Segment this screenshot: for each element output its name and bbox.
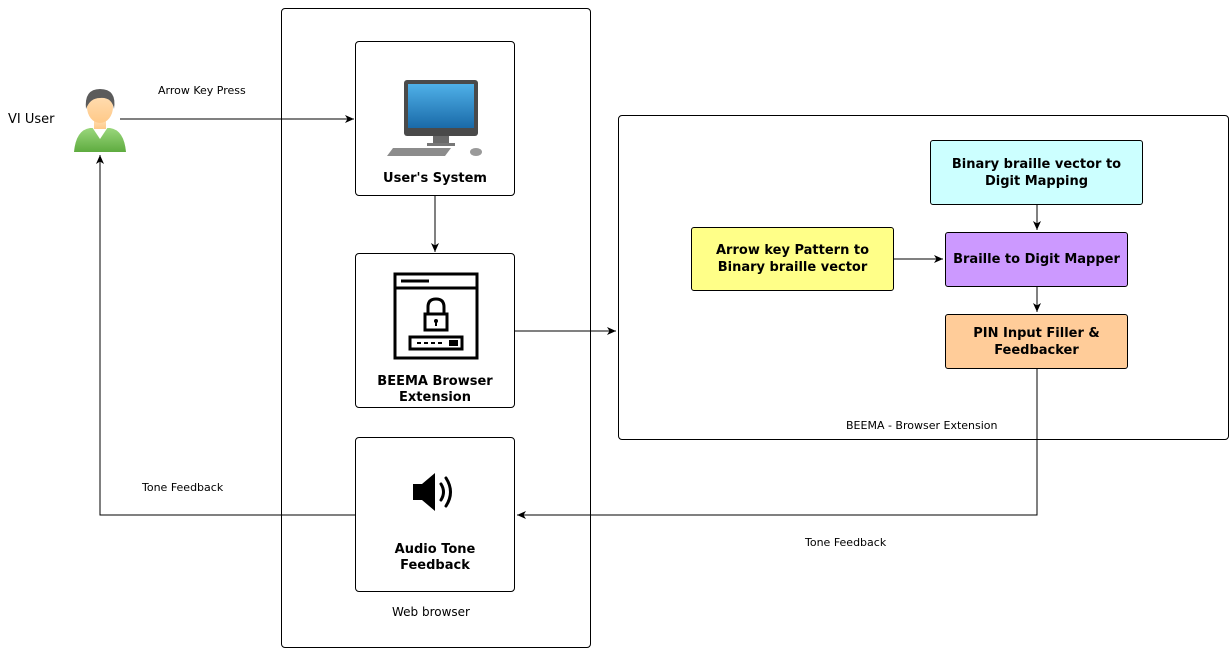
vi-user-label: VI User [8, 112, 55, 127]
braille-mapper-label: Braille to Digit Mapper [953, 252, 1120, 267]
browser-extension-node: BEEMA Browser Extension [355, 253, 515, 408]
pattern-to-vector-node: Arrow key Pattern to Binary braille vect… [691, 227, 894, 291]
user-icon [74, 89, 126, 152]
edge-audio-to-user [96, 155, 355, 516]
speaker-icon [413, 473, 452, 511]
tone-feedback-left-label: Tone Feedback [142, 481, 224, 494]
vi-user-actor [72, 87, 128, 153]
pin-filler-label: PIN Input Filler & Feedbacker [973, 325, 1100, 358]
beema-container [618, 115, 1229, 440]
tone-feedback-bottom-label: Tone Feedback [805, 536, 887, 549]
browser-extension-label: BEEMA Browser Extension [377, 374, 493, 405]
arrow-key-press-label: Arrow Key Press [158, 84, 246, 97]
braille-mapper-node: Braille to Digit Mapper [945, 232, 1128, 287]
edge-filler-to-audio [517, 369, 1038, 519]
browser-lock-icon [393, 272, 479, 360]
desktop-computer-icon [387, 80, 482, 156]
users-system-node: User's System [355, 41, 515, 196]
beema-container-label: BEEMA - Browser Extension [846, 419, 998, 432]
audio-feedback-node: Audio Tone Feedback [355, 437, 515, 592]
binary-mapping-node: Binary braille vector to Digit Mapping [930, 140, 1143, 205]
web-browser-label: Web browser [392, 605, 470, 619]
binary-mapping-label: Binary braille vector to Digit Mapping [951, 156, 1122, 189]
edges-layer [96, 115, 1041, 519]
pattern-to-vector-label: Arrow key Pattern to Binary braille vect… [716, 243, 869, 275]
users-system-label: User's System [383, 171, 487, 186]
pin-filler-node: PIN Input Filler & Feedbacker [945, 314, 1128, 369]
audio-feedback-label: Audio Tone Feedback [394, 542, 476, 573]
